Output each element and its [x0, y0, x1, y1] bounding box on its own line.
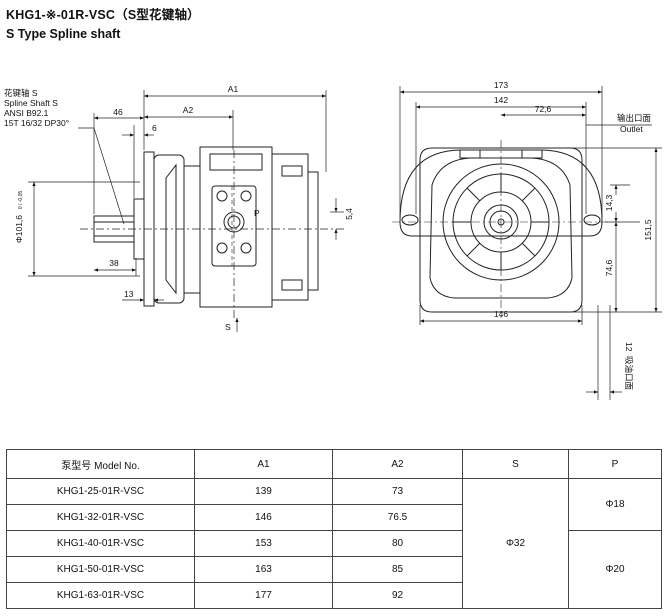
side-view-labels: 花键轴 S Spline Shaft S ANSI B92.1 15T 16/3… — [4, 84, 354, 332]
cell-model: KHG1-32-01R-VSC — [6, 504, 195, 531]
technical-drawing: 花键轴 S Spline Shaft S ANSI B92.1 15T 16/3… — [4, 80, 662, 400]
dim-diameter-tolerance: 0 / -0,05 — [18, 191, 24, 210]
cell-p-large: Φ20 — [568, 530, 662, 609]
cell-a2: 92 — [332, 582, 463, 609]
cell-model: KHG1-25-01R-VSC — [6, 478, 195, 505]
dim-12: 12 — [624, 342, 634, 352]
cell-a1: 177 — [194, 582, 333, 609]
cell-a2: 80 — [332, 530, 463, 557]
inlet-label-cn: 吸油口面 — [624, 356, 634, 391]
dim-5-4: 5,4 — [344, 208, 354, 220]
header: KHG1-※-01R-VSC（S型花键轴） S Type Spline shaf… — [6, 4, 200, 41]
front-view-dimensions — [399, 86, 662, 400]
shaft-note-cn: 花键轴 S — [4, 88, 38, 98]
table-row: KHG1-63-01R-VSC 177 92 — [6, 582, 662, 609]
cell-a2: 85 — [332, 556, 463, 583]
dim-13: 13 — [124, 289, 134, 299]
cell-model: KHG1-40-01R-VSC — [6, 530, 195, 557]
cell-s: Φ32 — [462, 478, 569, 609]
side-view-dimensions — [28, 90, 344, 332]
front-view — [392, 140, 612, 318]
cell-a2: 76.5 — [332, 504, 463, 531]
dim-14-3: 14,3 — [604, 194, 614, 211]
shaft-note-std: ANSI B92.1 — [4, 108, 49, 118]
cell-a1: 146 — [194, 504, 333, 531]
page-title: KHG1-※-01R-VSC（S型花键轴） — [6, 8, 200, 22]
dim-a1: A1 — [228, 84, 239, 94]
cell-p-small: Φ18 — [568, 478, 662, 531]
col-header-model: 泵型号 Model No. — [6, 449, 195, 479]
page-subtitle: S Type Spline shaft — [6, 27, 121, 41]
col-header-s: S — [462, 449, 569, 479]
shaft-note-spec: 15T 16/32 DP30° — [4, 118, 69, 128]
port-label-s: S — [225, 322, 231, 332]
table-row: KHG1-25-01R-VSC 139 73 Φ32 Φ18 — [6, 478, 662, 609]
cell-a1: 163 — [194, 556, 333, 583]
dim-diameter: Φ101,6 — [14, 215, 24, 243]
dim-142: 142 — [494, 95, 508, 105]
dim-72-6: 72,6 — [535, 104, 552, 114]
spec-table: 泵型号 Model No. A1 A2 S P KHG1-25-01R-VSC … — [6, 449, 662, 609]
dim-146: 146 — [494, 309, 508, 319]
side-view — [80, 146, 345, 318]
dim-173: 173 — [494, 80, 508, 90]
cell-a1: 139 — [194, 478, 333, 505]
cell-a2: 73 — [332, 478, 463, 505]
dim-151-5: 151,5 — [643, 219, 653, 241]
dim-74-6: 74,6 — [604, 259, 614, 276]
port-label-p: P — [254, 208, 260, 218]
table-header-row: 泵型号 Model No. A1 A2 S P — [6, 449, 662, 479]
dim-a2: A2 — [183, 105, 194, 115]
cell-a1: 153 — [194, 530, 333, 557]
dim-38: 38 — [109, 258, 119, 268]
table-row: KHG1-32-01R-VSC 146 76.5 — [6, 504, 662, 531]
shaft-note-en: Spline Shaft S — [4, 98, 58, 108]
outlet-label-en: Outlet — [620, 124, 643, 134]
col-header-p: P — [568, 449, 662, 479]
col-header-a2: A2 — [332, 449, 463, 479]
dim-46: 46 — [113, 107, 123, 117]
table-row: KHG1-50-01R-VSC 163 85 — [6, 556, 662, 583]
dim-6: 6 — [152, 123, 157, 133]
cell-model: KHG1-63-01R-VSC — [6, 582, 195, 609]
front-view-labels: 173 142 72,6 输出口面 Outlet 14,3 151,5 74,6… — [494, 80, 653, 391]
col-header-a1: A1 — [194, 449, 333, 479]
cell-model: KHG1-50-01R-VSC — [6, 556, 195, 583]
outlet-label-cn: 输出口面 — [617, 113, 652, 123]
